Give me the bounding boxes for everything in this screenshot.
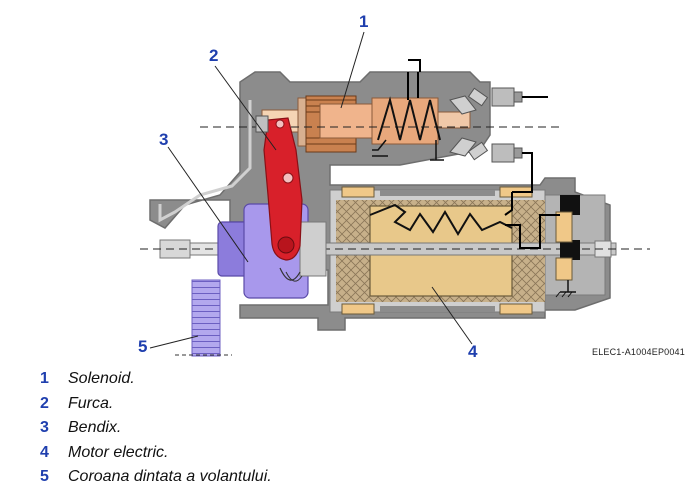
legend-label: Motor electric.	[68, 443, 169, 461]
legend-number: 4	[40, 443, 49, 461]
callout-5: 5	[138, 337, 148, 356]
reference-code: ELEC1-A1004EP0041	[592, 347, 685, 357]
flywheel-ring-gear	[175, 279, 232, 357]
callout-2: 2	[209, 46, 219, 65]
brushes	[555, 195, 580, 298]
legend-number: 1	[40, 370, 49, 387]
starter-motor-diagram	[140, 31, 650, 357]
callout-3: 3	[159, 130, 169, 149]
legend-label: Solenoid.	[68, 370, 135, 387]
solenoid	[200, 95, 560, 161]
leader-lines	[149, 31, 473, 349]
legend-label: Coroana dintata a volantului.	[68, 468, 272, 485]
legend-label: Furca.	[68, 394, 114, 412]
legend-number: 2	[40, 394, 49, 412]
legend-number: 5	[40, 468, 49, 485]
legend-number: 3	[40, 419, 49, 436]
legend-item: 5 Coroana dintata a volantului.	[40, 468, 272, 493]
legend-list: 1 Solenoid. 2 Furca. 3 Bendix. 4 Motor e…	[40, 370, 272, 493]
legend-item: 2 Furca.	[40, 395, 272, 420]
legend-item: 3 Bendix.	[40, 419, 272, 444]
solenoid-contacts	[449, 87, 523, 163]
callout-4: 4	[468, 342, 478, 361]
legend-item: 4 Motor electric.	[40, 444, 272, 469]
fork-lever	[255, 115, 303, 261]
field-coil	[369, 203, 513, 236]
callout-1: 1	[359, 12, 369, 31]
legend-label: Bendix.	[68, 419, 122, 436]
legend-item: 1 Solenoid.	[40, 370, 272, 395]
wiring	[407, 59, 560, 249]
